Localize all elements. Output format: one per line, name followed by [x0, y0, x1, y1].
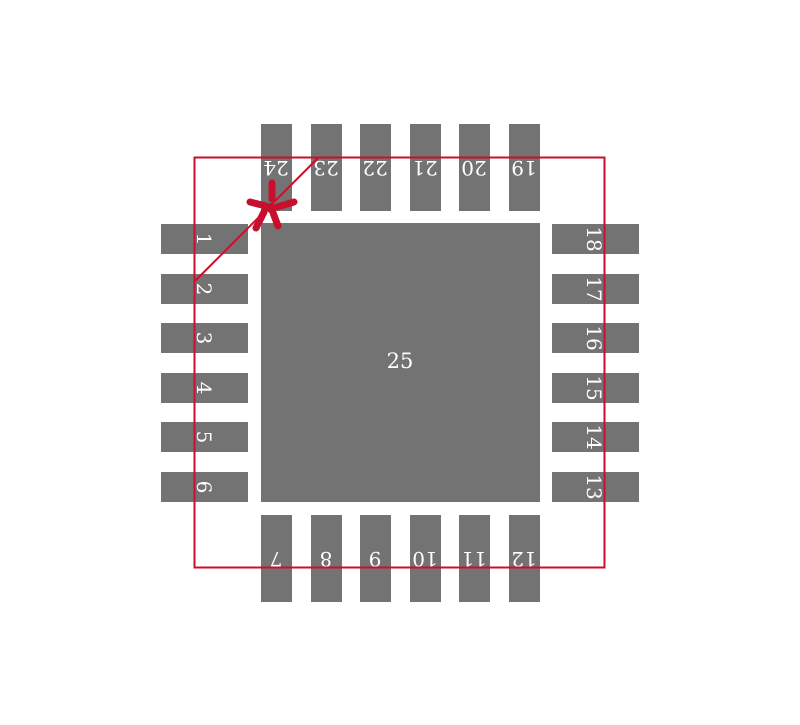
pin-pad-bottom — [509, 515, 540, 602]
pin-pad-bottom — [409, 515, 441, 602]
pin-pad-right — [552, 422, 639, 453]
pin-pad-top — [261, 124, 292, 211]
pin-pad-left — [161, 422, 248, 453]
center-pad — [261, 223, 540, 502]
pin-pad-bottom — [261, 515, 292, 602]
pin-pad-top — [459, 124, 491, 211]
pin-pad-bottom — [310, 515, 342, 602]
pin-pad-top — [360, 124, 392, 211]
pin-pad-left — [161, 472, 248, 502]
pin-pad-right — [552, 273, 639, 304]
pin-pad-top — [409, 124, 441, 211]
pin-pad-right — [552, 323, 639, 354]
pin-pad-left — [161, 323, 248, 354]
pin-pad-bottom — [459, 515, 491, 602]
pin1-marker-icon — [246, 179, 298, 232]
pin-pad-top — [310, 124, 342, 211]
pin-pad-right — [552, 472, 639, 502]
pin-pad-right — [552, 372, 639, 403]
pin-pad-left — [161, 372, 248, 403]
pin-pad-right — [552, 224, 639, 254]
pin-pad-left — [161, 273, 248, 304]
component-outline — [193, 156, 606, 569]
pin-pad-bottom — [360, 515, 392, 602]
pin-pad-top — [509, 124, 540, 211]
pin-pad-left — [161, 224, 248, 254]
center-pad-label: 25 — [386, 349, 414, 373]
